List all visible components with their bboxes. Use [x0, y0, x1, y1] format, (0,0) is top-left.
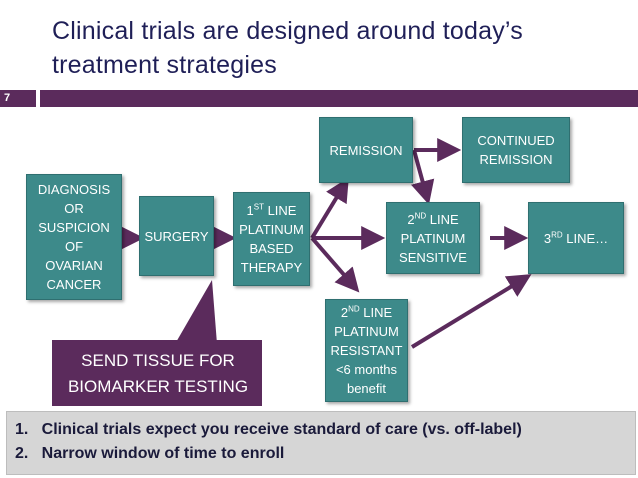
box-first-line: 1ST LINE PLATINUM BASED THERAPY	[233, 192, 310, 286]
box-remission: REMISSION	[319, 117, 413, 183]
box-third-line: 3RD LINE…	[528, 202, 624, 274]
sensitive-line-3: SENSITIVE	[399, 249, 467, 265]
first-line-num: 1	[246, 203, 254, 218]
box-second-sensitive: 2ND LINE PLATINUM SENSITIVE	[386, 202, 480, 274]
box-surgery: SURGERY	[139, 196, 214, 276]
arrow-firstline-resistant	[310, 236, 360, 293]
callout-line-1: SEND TISSUE FOR	[81, 351, 235, 370]
slide-title: Clinical trials are designed around toda…	[52, 14, 622, 82]
notes-box: 1. Clinical trials expect you receive st…	[6, 411, 636, 475]
callout-pointer	[175, 280, 217, 344]
title-divider-bar	[40, 90, 638, 107]
resistant-sup: ND	[348, 304, 360, 314]
sensitive-suffix: LINE	[426, 211, 459, 227]
note-item-2: 2. Narrow window of time to enroll	[15, 445, 285, 462]
third-suffix: LINE…	[562, 230, 609, 246]
diagnosis-line-5: OVARIAN	[45, 258, 103, 273]
callout-text: SEND TISSUE FOR BIOMARKER TESTING	[60, 346, 256, 402]
sensitive-sup: ND	[414, 211, 427, 221]
first-line-heading: 1ST LINE	[247, 201, 297, 220]
note-item-1: 1. Clinical trials expect you receive st…	[15, 421, 522, 438]
diagnosis-line-3: SUSPICION	[38, 220, 110, 235]
box-second-resistant: 2ND LINE PLATINUM RESISTANT <6 months be…	[325, 299, 408, 402]
resistant-line-5: benefit	[346, 381, 387, 396]
remission-label: REMISSION	[329, 142, 403, 158]
box-continued-remission: CONTINUED REMISSION	[462, 117, 570, 183]
diagnosis-line-1: DIAGNOSIS	[37, 182, 111, 197]
resistant-line-2: PLATINUM	[334, 324, 399, 339]
sensitive-num: 2	[407, 211, 415, 227]
box-diagnosis: DIAGNOSIS OR SUSPICION OF OVARIAN CANCER	[26, 174, 122, 300]
diagnosis-line-2: OR	[64, 201, 84, 216]
resistant-num: 2	[340, 305, 349, 320]
arrow-firstline-remission	[310, 177, 349, 240]
callout-box	[52, 340, 262, 406]
callout-line-2: BIOMARKER TESTING	[67, 377, 249, 396]
first-line-sup: ST	[253, 202, 264, 212]
title-line-1: Clinical trials are designed around toda…	[52, 17, 523, 45]
slide-number: 7	[4, 92, 11, 104]
resistant-line-3: RESISTANT	[330, 343, 403, 358]
third-line-heading: 3RD LINE…	[544, 229, 608, 248]
resistant-heading: 2ND LINE	[341, 303, 392, 322]
first-line-line-3: BASED	[249, 241, 294, 256]
arrow-resistant-third	[410, 274, 532, 349]
first-line-line-2: PLATINUM	[239, 222, 304, 237]
sensitive-line-2: PLATINUM	[400, 230, 466, 246]
continued-line-1: CONTINUED	[477, 133, 555, 148]
first-line-suffix: LINE	[263, 203, 297, 218]
first-line-line-4: THERAPY	[240, 260, 303, 275]
surgery-label: SURGERY	[144, 228, 209, 244]
diagnosis-line-4: OF	[64, 239, 84, 254]
title-line-2: treatment strategies	[52, 51, 277, 79]
sensitive-heading: 2ND LINE	[407, 210, 458, 229]
third-sup: RD	[551, 230, 563, 240]
resistant-suffix: LINE	[359, 305, 393, 320]
resistant-line-4: <6 months	[335, 362, 398, 377]
slide-number-box: 7	[0, 90, 36, 107]
continued-line-2: REMISSION	[479, 152, 553, 167]
third-num: 3	[543, 230, 552, 246]
diagnosis-line-6: CANCER	[46, 277, 102, 292]
arrow-remission-sensitive	[411, 149, 435, 205]
